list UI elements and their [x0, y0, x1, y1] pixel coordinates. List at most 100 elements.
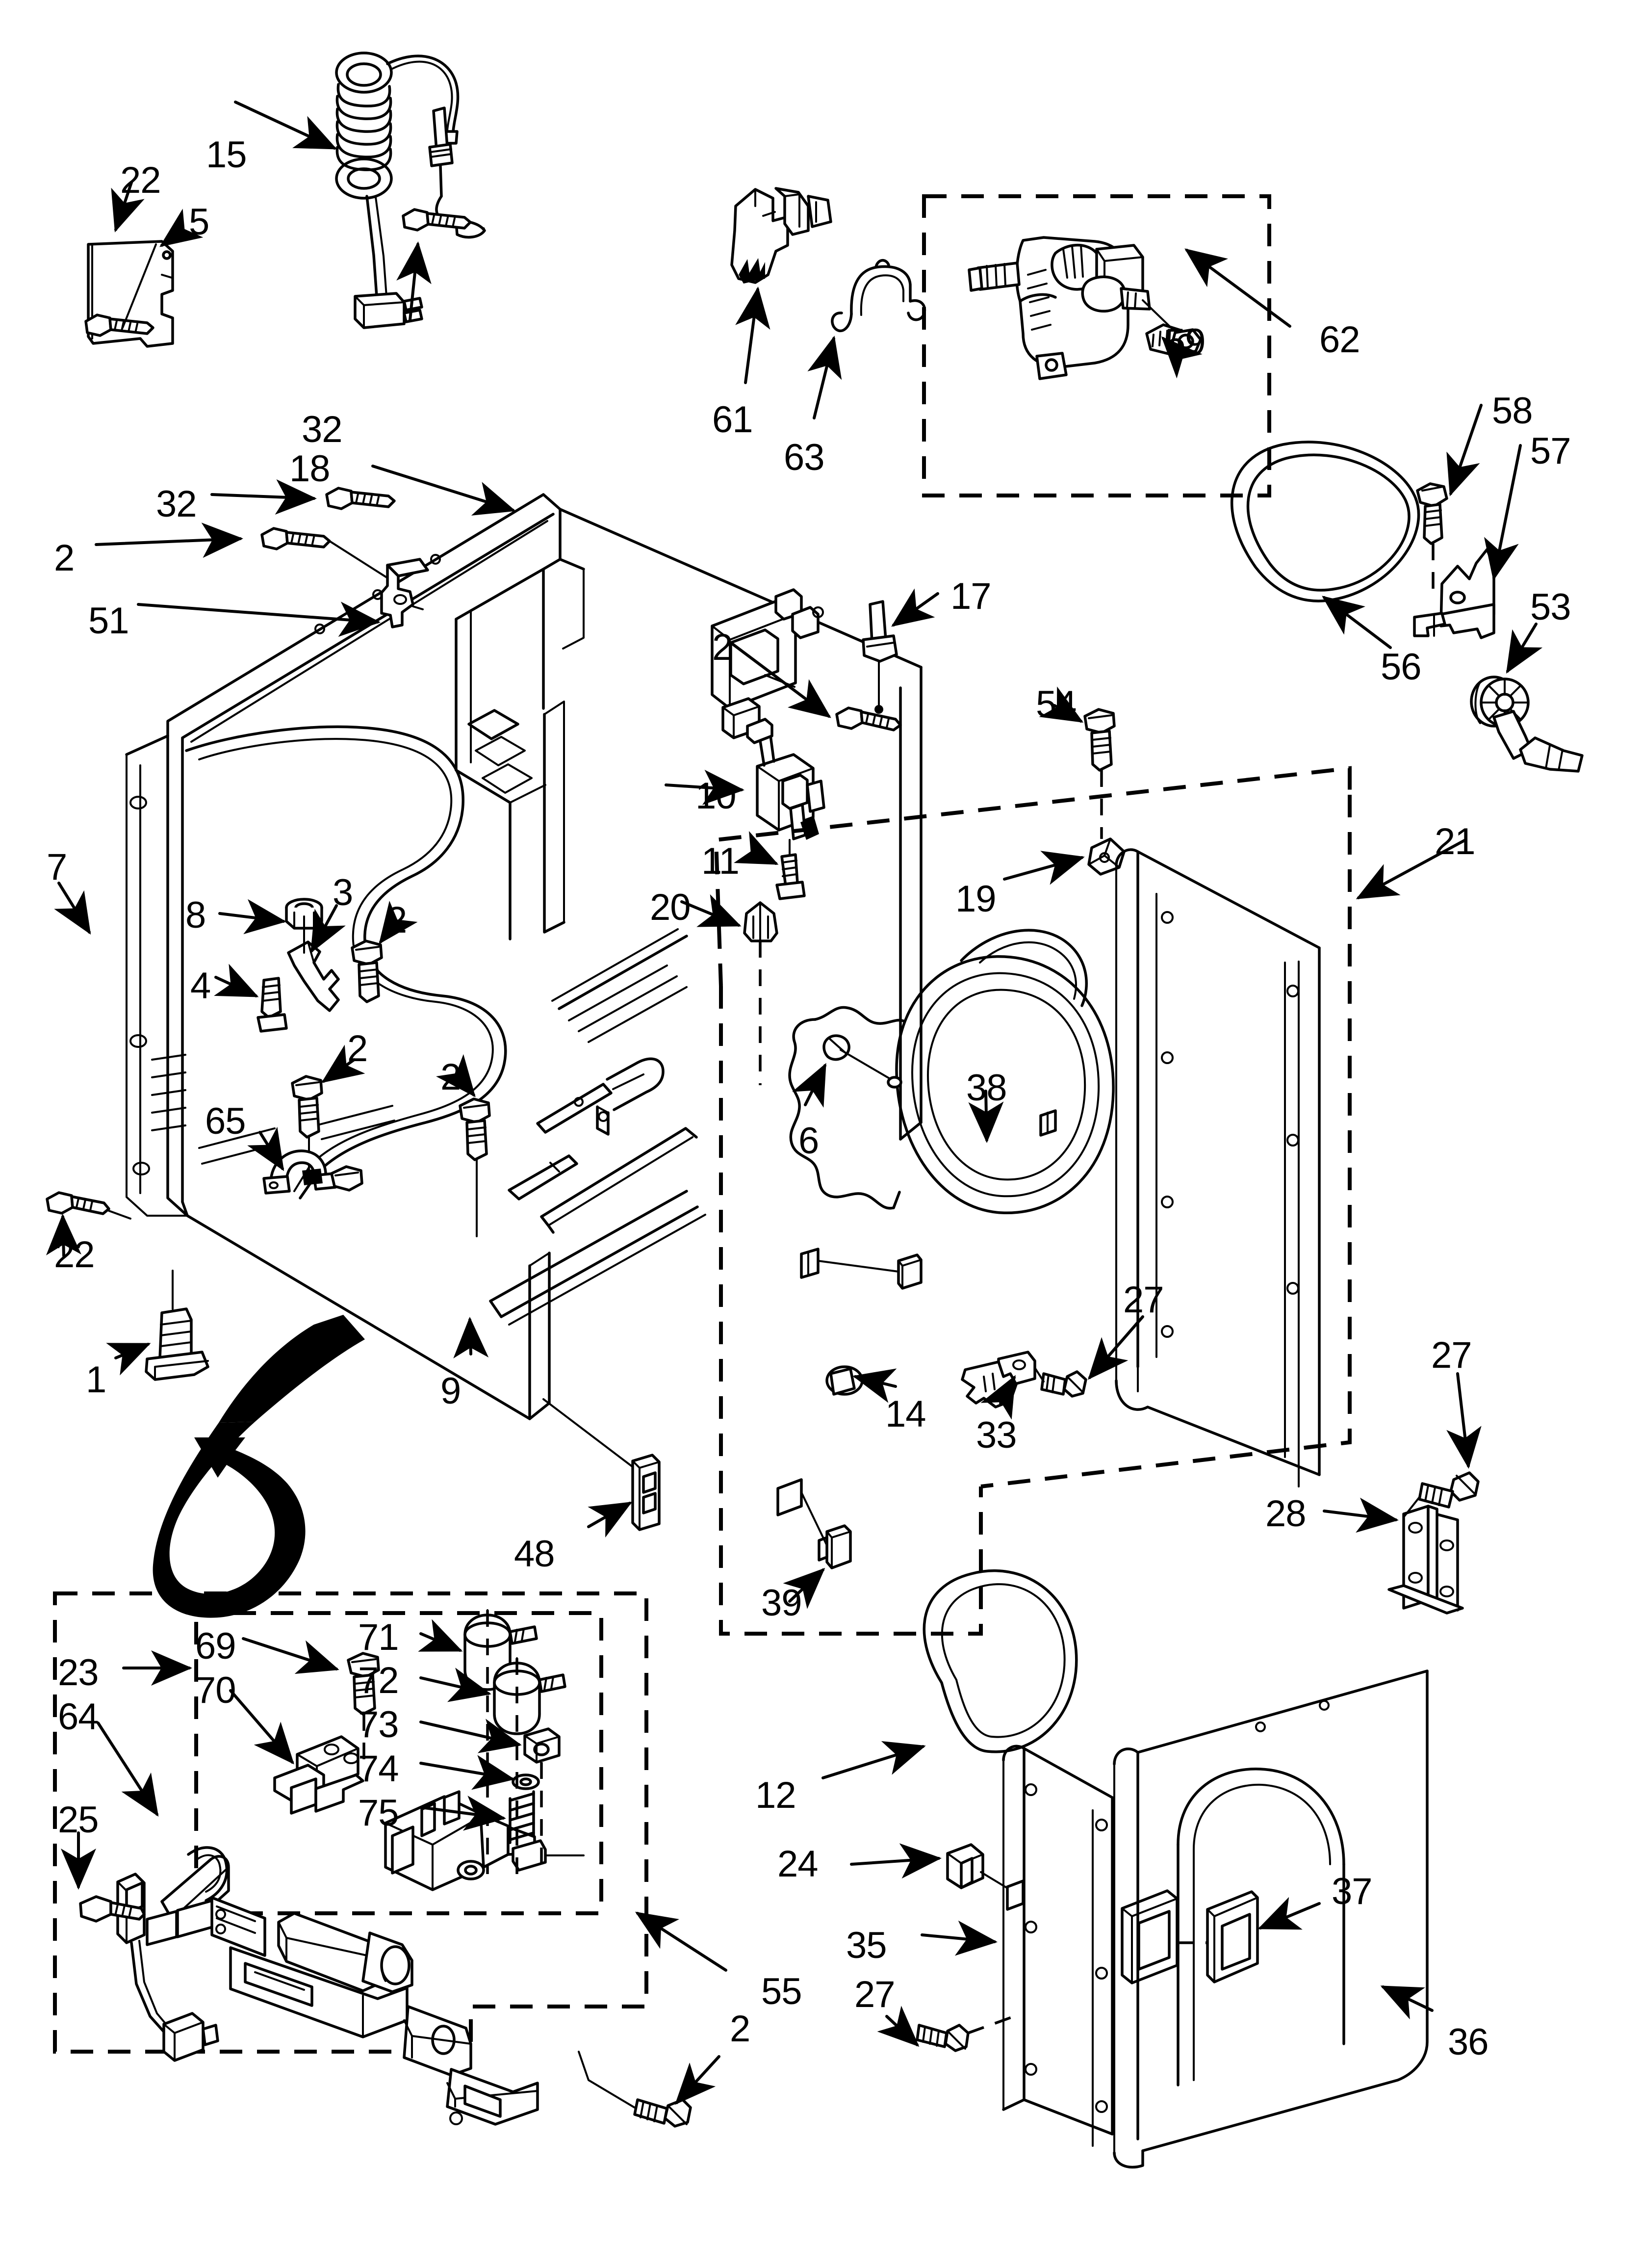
part-61-motor-bracket [730, 187, 832, 284]
part-1-leveling-leg [145, 1307, 209, 1381]
leader-55 [635, 1911, 727, 1972]
leader-11 [734, 831, 779, 865]
part-53-idler-pulley [1470, 676, 1584, 773]
dashed-box-21-a [714, 766, 1352, 987]
leader-72 [419, 1668, 491, 1702]
part-72-booster-coil [493, 1657, 566, 1735]
leader-27-strike [1088, 1315, 1144, 1380]
part-2-screw-clamp [291, 1075, 323, 1139]
callout-64-valve-assembly: 64 [58, 1696, 99, 1738]
leader-62 [1184, 248, 1291, 328]
callout-23-burner-assembly: 23 [58, 1652, 99, 1694]
leader-27-liner [877, 2006, 920, 2047]
callout-12-door-seal: 12 [755, 1774, 796, 1816]
callout-65-wire-clamp: 65 [205, 1100, 246, 1142]
part-54-front-panel-screw [1083, 708, 1116, 772]
leader-2-upper-left [95, 522, 243, 558]
callout-1-leveling-leg: 1 [86, 1359, 106, 1401]
callout-75-spring: 75 [358, 1792, 399, 1834]
leader-7 [54, 882, 91, 935]
part-3-ground-strap [287, 940, 340, 1012]
cabinet-main-body [125, 493, 923, 1420]
callout-10-door-switch: 10 [695, 775, 737, 817]
leader-65 [247, 1126, 284, 1172]
part-27-door-liner-screw [916, 2024, 970, 2052]
part-62-drive-motor [968, 236, 1202, 380]
callout-25-flame-sensor: 25 [58, 1799, 99, 1841]
leader-63 [807, 336, 842, 419]
callout-8-nut: 8 [185, 894, 206, 936]
callout-70-valve-bracket: 70 [195, 1669, 236, 1711]
part-20-clip-fastener [743, 901, 778, 942]
part-32-screw-left [325, 487, 396, 510]
part-55-burner-bracket [146, 1846, 539, 2126]
callout-27-door-strike-screw: 27 [1123, 1279, 1164, 1321]
callout-32-screw-left: 32 [156, 483, 197, 525]
part-48-panel-clip [631, 1454, 661, 1531]
leader-37 [1257, 1897, 1321, 1930]
leader-15 [234, 101, 337, 150]
callout-15-coil-harness: 15 [206, 134, 247, 176]
callout-20-clip-fastener: 20 [650, 886, 691, 928]
leader-24 [850, 1843, 942, 1879]
callout-35-door-liner: 35 [846, 1925, 887, 1966]
leader-48 [587, 1502, 633, 1538]
leader-14 [852, 1368, 897, 1403]
callout-57-idler-bracket: 57 [1530, 430, 1571, 472]
part-2-screw-right-col [459, 1097, 491, 1161]
part-33-door-strike [961, 1351, 1036, 1408]
assembly-axis-27 [968, 2015, 1015, 2034]
part-56-drum-belt [1230, 441, 1420, 602]
leader-56 [1322, 596, 1392, 649]
part-24-door-catch [946, 1843, 984, 1889]
part-51-ground-clip [329, 540, 429, 628]
leader-70 [229, 1689, 294, 1765]
part-27-strike-screw [1040, 1370, 1087, 1398]
part-2-screw-strap [351, 939, 383, 1003]
callout-7-side-panel: 7 [47, 846, 67, 888]
callout-5-bracket: 5 [189, 201, 209, 243]
leader-61 [735, 287, 770, 384]
callout-39-retainer-clip: 39 [761, 1582, 802, 1624]
callout-32-screw-top: 32 [302, 409, 343, 450]
callout-24-catch: 24 [777, 1843, 819, 1885]
callout-11-switch-screw: 11 [701, 840, 740, 882]
callout-37-door-handle: 37 [1332, 1871, 1373, 1912]
part-73-coil-retainer [523, 1727, 561, 1764]
leader-19 [1003, 851, 1085, 885]
leader-9 [453, 1317, 489, 1358]
leader-39 [783, 1567, 825, 1609]
leader-28 [1323, 1497, 1399, 1533]
callout-2-screw-mid: 2 [440, 1056, 461, 1098]
callout-74-washer: 74 [358, 1748, 399, 1790]
callout-6-bulkhead-screw: 6 [798, 1120, 819, 1162]
leader-22-lower [46, 1214, 81, 1257]
leader-5 [159, 209, 204, 247]
callout-2-screw-strap: 2 [386, 899, 407, 941]
leader-57 [1484, 444, 1522, 581]
callout-63-motor-clamp: 63 [784, 437, 825, 478]
callout-48-panel-clip: 48 [514, 1533, 555, 1575]
leader-74 [419, 1755, 515, 1790]
callout-2-screw-left-top: 2 [54, 537, 75, 579]
part-2-screw-rear-top [835, 706, 902, 731]
callout-22-screw-lower-left: 22 [54, 1234, 95, 1276]
callout-3-ground-strap: 3 [333, 872, 353, 913]
callout-27-door-liner-screw: 27 [854, 1974, 896, 2015]
part-25-connector [162, 2012, 219, 2062]
leader-54 [1039, 686, 1084, 723]
part-12-door-seal [923, 1569, 1078, 1753]
callout-36-door-outer-panel: 36 [1448, 2021, 1489, 2063]
part-57-idler-bracket [1413, 548, 1495, 639]
leader-53 [1506, 623, 1543, 674]
leader-27-hinge [1446, 1372, 1482, 1469]
dashed-box-62-motor [922, 194, 1271, 497]
part-63-motor-clamp [831, 259, 926, 333]
callout-72-booster-coil: 72 [358, 1660, 399, 1701]
part-70-valve-bracket [273, 1735, 364, 1815]
callout-59-motor-nut: 59 [1165, 321, 1206, 363]
leader-21 [1356, 838, 1467, 899]
part-64-gas-valve [229, 1609, 585, 1891]
callout-17-plug-button: 17 [950, 575, 992, 617]
part-58-idler-screw [1416, 482, 1448, 545]
